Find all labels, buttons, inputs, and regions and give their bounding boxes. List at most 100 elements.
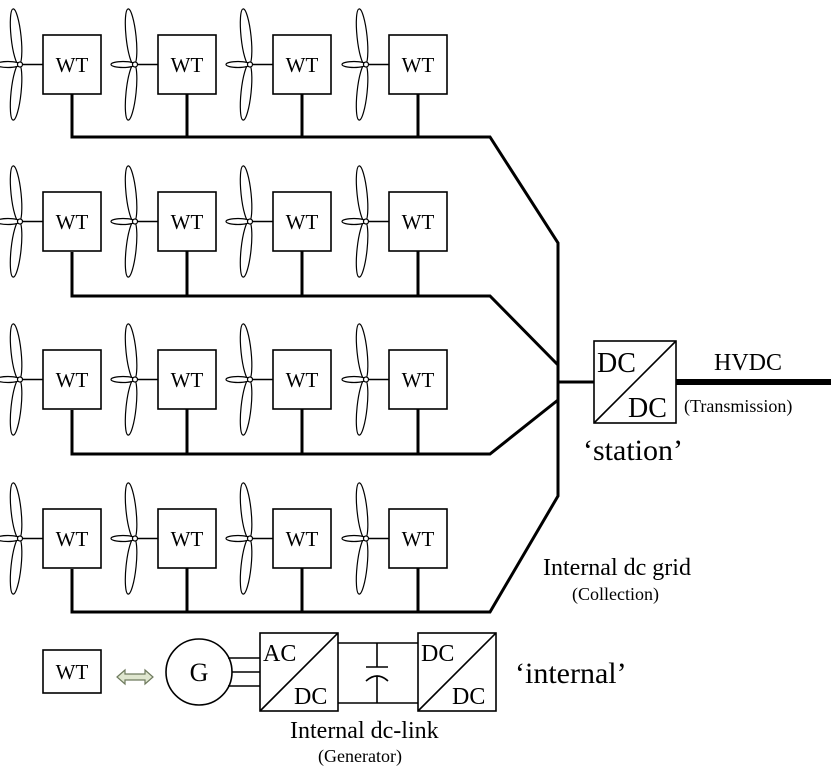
wt-label: WT	[56, 527, 89, 551]
wt-box	[157, 191, 217, 252]
station-label: ‘station’	[583, 434, 683, 467]
turbine-hub	[362, 535, 370, 542]
wt-label: WT	[286, 53, 319, 77]
internal-dc-link-label: Internal dc-link	[290, 718, 439, 744]
turbine-hub	[131, 535, 139, 542]
turbine-hub	[16, 376, 24, 383]
wind-turbine: WT	[341, 165, 448, 278]
turbine-blade-upper	[355, 8, 369, 66]
turbine-hub	[246, 218, 254, 225]
wind-turbine: WT	[225, 8, 332, 121]
turbine-hub	[246, 376, 254, 383]
wt-label: WT	[171, 368, 204, 392]
generator-caption: (Generator)	[318, 746, 402, 767]
turbine-hub	[362, 218, 370, 225]
wt-label: WT	[402, 368, 435, 392]
wind-turbine: WT	[0, 482, 102, 595]
turbine-hub	[131, 61, 139, 68]
wind-turbine: WT	[0, 8, 102, 121]
turbine-blade-lower	[239, 537, 253, 595]
internal-wt-label: WT	[56, 660, 89, 684]
wt-label: WT	[56, 210, 89, 234]
wt-box	[272, 34, 332, 95]
wind-turbine: WT	[110, 482, 217, 595]
wt-label: WT	[171, 53, 204, 77]
wt-label: WT	[171, 527, 204, 551]
internal-dc-grid-label: Internal dc grid	[543, 555, 691, 581]
turbine-blade-left	[341, 60, 367, 69]
station-dcdc-converter: DC DC	[593, 340, 677, 424]
turbine-hub	[362, 61, 370, 68]
turbine-blade-lower	[355, 63, 369, 121]
wt-box	[388, 349, 448, 410]
wind-turbine: WT	[0, 165, 102, 278]
turbine-blade-left	[225, 217, 251, 226]
wt-box	[157, 34, 217, 95]
dc-link-capacitor	[365, 643, 389, 703]
turbine-hub	[16, 535, 24, 542]
wind-turbine: WT	[341, 8, 448, 121]
turbine-blade-lower	[9, 378, 23, 436]
turbine-blade-upper	[124, 165, 138, 223]
collection-label: (Collection)	[572, 584, 659, 605]
wt-label: WT	[56, 53, 89, 77]
feeder-row-4	[70, 382, 560, 614]
rectifier-ac-label: AC	[263, 641, 296, 667]
wt-box	[42, 349, 102, 410]
wt-box	[42, 508, 102, 569]
wt-label: WT	[402, 527, 435, 551]
double-arrow-icon	[116, 668, 154, 686]
wt-label: WT	[402, 53, 435, 77]
turbine-blade-upper	[124, 8, 138, 66]
turbine-blade-upper	[239, 482, 253, 540]
turbine-blade-lower	[9, 537, 23, 595]
turbine-blade-left	[110, 60, 136, 69]
ac-dc-converter: AC DC	[259, 632, 339, 712]
turbine-blade-upper	[239, 323, 253, 381]
turbine-hub	[246, 61, 254, 68]
turbine-blade-upper	[239, 8, 253, 66]
wt-box	[42, 34, 102, 95]
turbine-blade-left	[341, 217, 367, 226]
wt-box	[157, 508, 217, 569]
turbine-blade-lower	[124, 537, 138, 595]
turbine-blade-lower	[239, 220, 253, 278]
wt-label: WT	[56, 368, 89, 392]
wind-turbine: WT	[110, 8, 217, 121]
turbine-hub	[131, 218, 139, 225]
feeder-row-3	[70, 398, 559, 456]
turbine-blade-upper	[239, 165, 253, 223]
feeder-row-2	[70, 252, 560, 367]
turbine-blade-upper	[9, 482, 23, 540]
turbine-array: WT WT WT WT WT WT WT WT WT WT WT WT WT WT WT WT	[0, 8, 448, 612]
internal-label: ‘internal’	[515, 657, 627, 690]
turbine-blade-lower	[9, 220, 23, 278]
turbine-hub	[246, 535, 254, 542]
wt-label: WT	[286, 527, 319, 551]
wt-box	[388, 508, 448, 569]
wind-turbine: WT	[110, 165, 217, 278]
turbine-blade-lower	[124, 220, 138, 278]
turbine-blade-upper	[9, 165, 23, 223]
wt-label: WT	[286, 210, 319, 234]
dcdc-bottom-label: DC	[452, 684, 485, 710]
turbine-blade-upper	[124, 482, 138, 540]
turbine-blade-lower	[239, 378, 253, 436]
turbine-blade-lower	[124, 378, 138, 436]
turbine-blade-left	[110, 375, 136, 384]
turbine-blade-lower	[9, 63, 23, 121]
turbine-blade-left	[341, 534, 367, 543]
turbine-blade-left	[225, 60, 251, 69]
feeder-row-1	[70, 94, 560, 382]
internal-structure: WT G AC DC DC DC ‘internal’ Internal	[42, 632, 627, 767]
wt-box	[388, 34, 448, 95]
turbine-blade-left	[110, 217, 136, 226]
turbine-blade-upper	[355, 323, 369, 381]
turbine-blade-left	[225, 534, 251, 543]
wt-label: WT	[286, 368, 319, 392]
station-dc-top-label: DC	[597, 348, 636, 379]
hvdc-label: HVDC	[714, 350, 782, 376]
turbine-hub	[16, 61, 24, 68]
turbine-blade-lower	[355, 220, 369, 278]
